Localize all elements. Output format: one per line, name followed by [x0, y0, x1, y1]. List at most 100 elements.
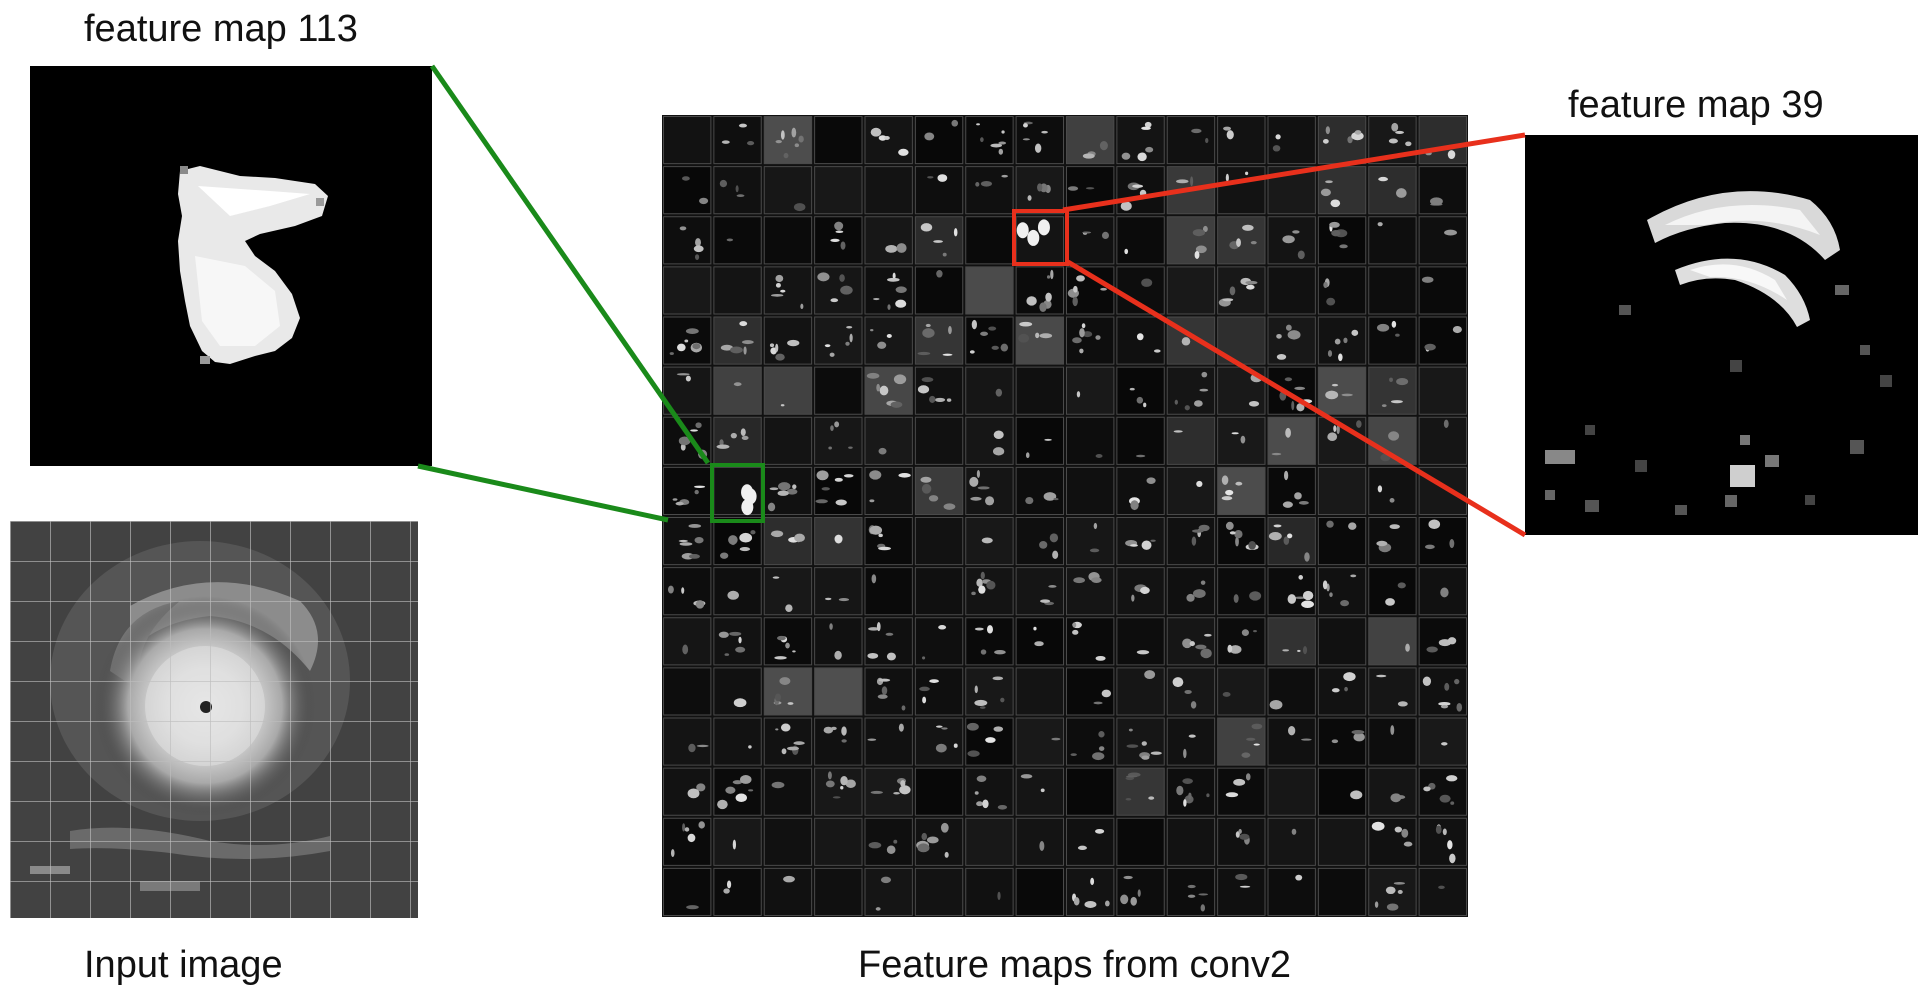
feature-map-cell [1217, 667, 1266, 716]
feature-map-cell [713, 617, 762, 666]
feature-map-cell [864, 416, 913, 465]
feature-map-cell [713, 517, 762, 566]
feature-map-cell [1015, 316, 1064, 365]
feature-map-cell [1015, 466, 1064, 515]
feature-map-cell [663, 266, 712, 315]
feature-map-cell [1317, 466, 1367, 515]
feature-map-cell [814, 717, 863, 766]
feature-map-cell [1317, 717, 1367, 766]
feature-map-cell [663, 366, 712, 415]
feature-map-cell [1267, 767, 1316, 816]
feature-map-cell [663, 316, 712, 365]
feature-map-cell [1267, 466, 1316, 515]
feature-map-cell [965, 867, 1014, 916]
feature-map-cell [1066, 266, 1115, 315]
feature-map-cell [663, 517, 712, 566]
feature-map-cell [1317, 316, 1367, 365]
feature-map-cell [1166, 617, 1216, 666]
feature-map-cell [1418, 617, 1467, 666]
feature-map-cell [1166, 366, 1216, 415]
feature-map-113-image [30, 66, 432, 466]
feature-map-cell [663, 667, 712, 716]
feature-map-cell [814, 617, 863, 666]
feature-map-cell [1317, 617, 1367, 666]
feature-map-113-label: feature map 113 [84, 8, 358, 50]
feature-map-cell [814, 166, 863, 215]
feature-map-cell [814, 316, 863, 365]
feature-map-cell [1015, 867, 1064, 916]
feature-map-cell [1015, 216, 1064, 265]
feature-map-cell [1217, 617, 1266, 666]
feature-map-cell [864, 266, 913, 315]
feature-map-cell [914, 567, 964, 616]
feature-map-cell [1166, 266, 1216, 315]
feature-map-cell [713, 266, 762, 315]
feature-map-cell [1066, 366, 1115, 415]
feature-map-cell [713, 316, 762, 365]
feature-map-cell [1267, 166, 1316, 215]
feature-map-cell [763, 567, 813, 616]
feature-map-cell [1217, 166, 1266, 215]
feature-maps-grid [662, 115, 1468, 917]
feature-map-cell [1368, 867, 1417, 916]
feature-map-cell [1116, 316, 1165, 365]
feature-map-cell [663, 166, 712, 215]
feature-map-cell [763, 817, 813, 866]
feature-map-cell [864, 466, 913, 515]
feature-map-cell [663, 867, 712, 916]
feature-map-cell [814, 116, 863, 165]
feature-map-cell [1166, 466, 1216, 515]
feature-map-cell [663, 617, 712, 666]
feature-map-cell [1418, 166, 1467, 215]
feature-map-cell [864, 767, 913, 816]
feature-map-cell [1116, 166, 1165, 215]
feature-map-cell [1418, 466, 1467, 515]
feature-map-cell [1116, 767, 1165, 816]
feature-map-cell [814, 466, 863, 515]
feature-map-cell [763, 316, 813, 365]
input-image-label: Input image [84, 944, 283, 986]
feature-map-cell [1116, 617, 1165, 666]
feature-map-cell [965, 316, 1014, 365]
feature-map-cell [1116, 667, 1165, 716]
feature-map-cell [1267, 216, 1316, 265]
feature-map-cell [1116, 517, 1165, 566]
feature-map-cell [1368, 667, 1417, 716]
feature-map-cell [914, 617, 964, 666]
feature-map-cell [1368, 216, 1417, 265]
feature-map-cell [965, 266, 1014, 315]
feature-map-cell [914, 817, 964, 866]
feature-map-cell [1317, 366, 1367, 415]
feature-map-cell [1217, 366, 1266, 415]
feature-map-cell [1418, 366, 1467, 415]
feature-map-cell [763, 216, 813, 265]
feature-map-cell [1015, 116, 1064, 165]
feature-map-cell [1267, 667, 1316, 716]
feature-map-cell [1418, 266, 1467, 315]
feature-map-cell [914, 366, 964, 415]
feature-map-cell [1015, 617, 1064, 666]
feature-map-cell [1116, 116, 1165, 165]
feature-map-cell [1217, 116, 1266, 165]
feature-map-cell [864, 667, 913, 716]
feature-map-cell [1217, 567, 1266, 616]
feature-map-cell [864, 717, 913, 766]
feature-map-cell [713, 466, 762, 516]
feature-map-cell [1418, 316, 1467, 365]
feature-map-cell [763, 466, 813, 515]
feature-map-cell [1166, 767, 1216, 816]
feature-map-cell [965, 817, 1014, 866]
feature-map-cell [713, 166, 762, 215]
feature-map-cell [1116, 366, 1165, 415]
feature-map-cell [1217, 517, 1266, 566]
feature-map-cell [663, 717, 712, 766]
feature-map-39-zoom [1525, 135, 1918, 535]
feature-map-cell [1368, 817, 1417, 866]
feature-map-cell [814, 366, 863, 415]
feature-maps-label: Feature maps from conv2 [858, 944, 1291, 986]
feature-map-cell [1066, 216, 1115, 265]
feature-map-cell [713, 867, 762, 916]
feature-map-39-label: feature map 39 [1568, 84, 1824, 126]
feature-map-cell [1066, 817, 1115, 866]
hurricane-satellite-image [10, 521, 418, 918]
